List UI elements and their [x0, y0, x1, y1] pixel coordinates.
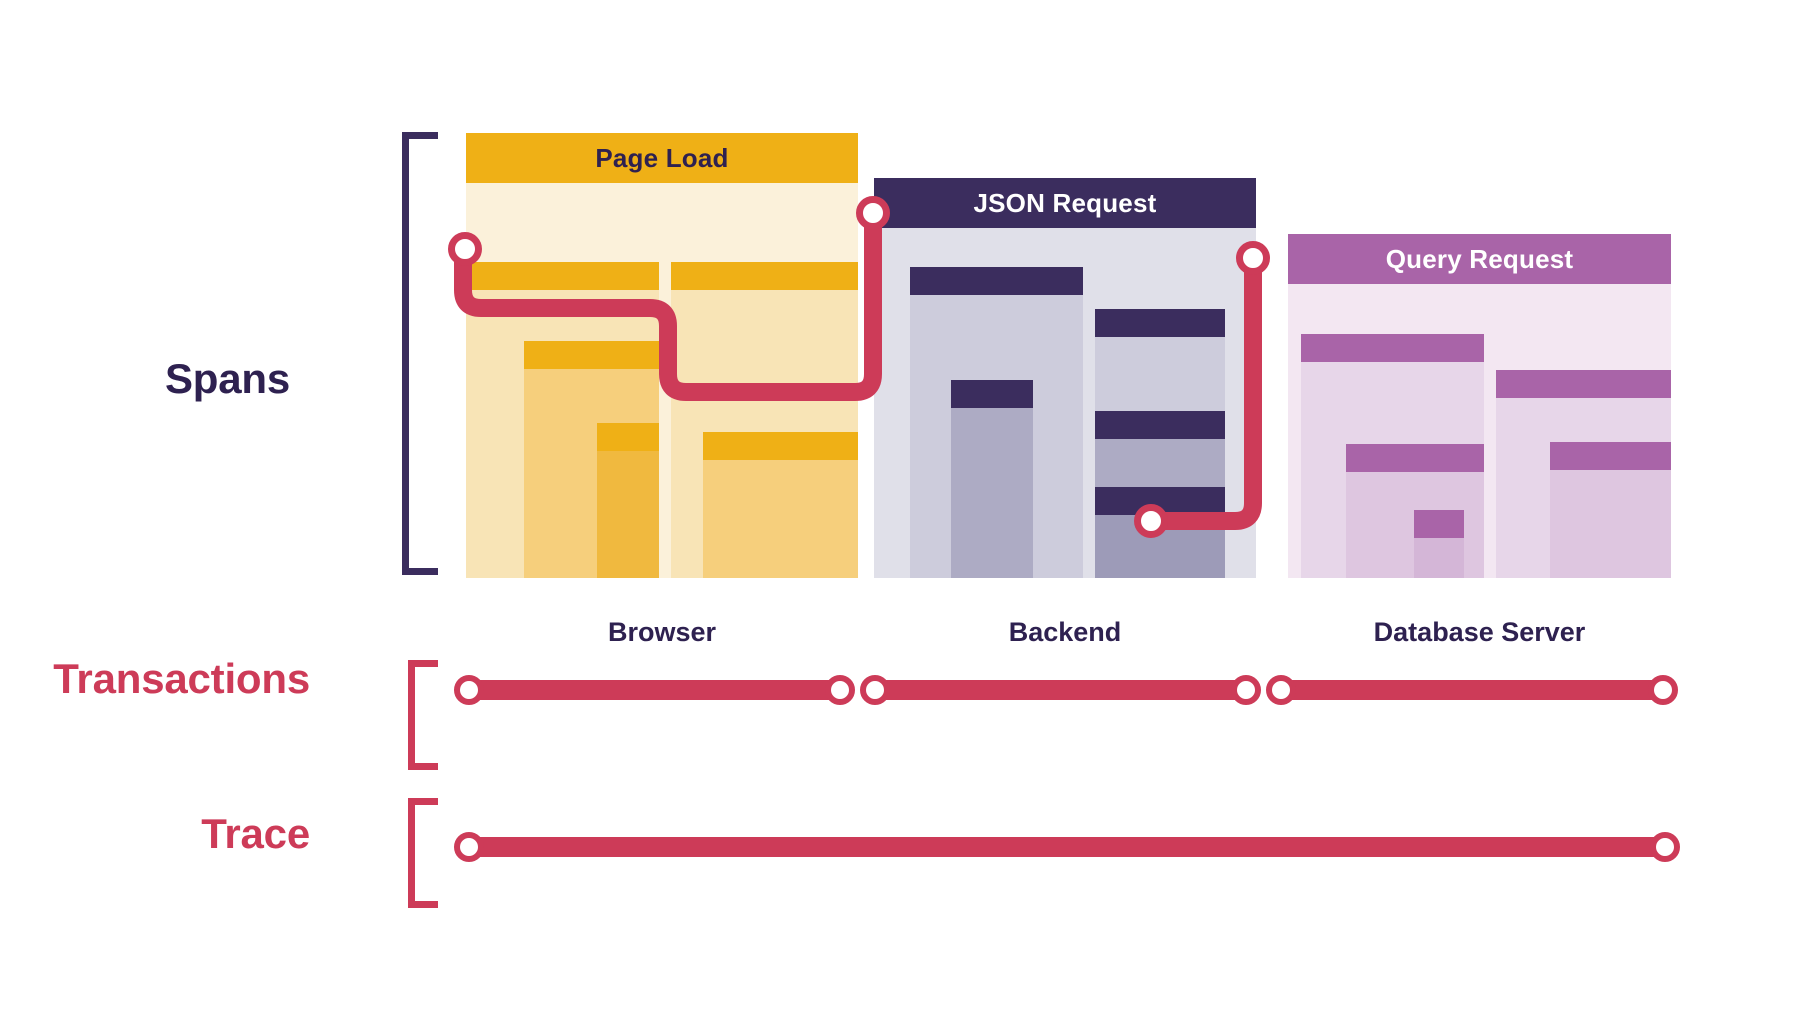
service-header-database: Query Request — [1288, 234, 1671, 284]
bracket-transactions — [408, 660, 438, 770]
connector-dot-browser-origin — [448, 232, 482, 266]
transaction-line-backend[interactable] — [874, 680, 1246, 700]
connector-dot-backend-entry — [856, 196, 890, 230]
bracket-trace — [408, 798, 438, 908]
transaction-dot-browser-start[interactable] — [454, 675, 484, 705]
row-label-transactions: Transactions — [53, 655, 310, 702]
service-column-backend: JSON Request — [874, 178, 1256, 578]
service-footer-label-browser: Browser — [607, 617, 717, 647]
service-body-database — [1288, 284, 1671, 578]
service-column-database: Query Request — [1288, 234, 1671, 578]
span-cap — [1095, 411, 1225, 439]
transaction-dot-backend-end[interactable] — [1231, 675, 1261, 705]
transaction-dot-database-start[interactable] — [1266, 675, 1296, 705]
span-cap — [524, 341, 659, 369]
transaction-line-database[interactable] — [1280, 680, 1664, 700]
span-body — [703, 460, 858, 578]
span-bar-browser-1-leaf — [597, 423, 659, 578]
span-cap — [951, 380, 1033, 408]
span-cap — [1346, 444, 1484, 472]
span-cap — [597, 423, 659, 451]
span-body — [1414, 538, 1464, 578]
span-cap — [1414, 510, 1464, 538]
transaction-dot-browser-end[interactable] — [825, 675, 855, 705]
connector-dot-backend-exit — [1134, 504, 1168, 538]
span-bar-backend-1-leaf — [951, 380, 1033, 578]
span-cap — [703, 432, 858, 460]
span-cap — [1496, 370, 1671, 398]
service-header-browser: Page Load — [466, 133, 858, 183]
span-cap — [1550, 442, 1671, 470]
span-body — [1550, 470, 1671, 578]
span-cap — [910, 267, 1083, 295]
row-label-spans: Spans — [164, 355, 290, 402]
span-body — [597, 451, 659, 578]
trace-line-full[interactable] — [468, 837, 1666, 857]
transaction-line-browser[interactable] — [468, 680, 840, 700]
span-bar-browser-2-leaf — [703, 432, 858, 578]
span-bar-database-2-leaf — [1550, 442, 1671, 578]
span-body — [951, 408, 1033, 578]
transaction-dot-backend-start[interactable] — [860, 675, 890, 705]
transaction-dot-database-end[interactable] — [1648, 675, 1678, 705]
span-cap — [1095, 309, 1225, 337]
service-footer-label-database: Database Server — [1373, 617, 1586, 647]
span-cap — [466, 262, 659, 290]
trace-dot-end[interactable] — [1650, 832, 1680, 862]
row-label-trace: Trace — [201, 810, 310, 857]
span-cap — [1301, 334, 1484, 362]
service-header-backend: JSON Request — [874, 178, 1256, 228]
trace-dot-start[interactable] — [454, 832, 484, 862]
connector-dot-database-entry — [1236, 241, 1270, 275]
span-cap — [671, 262, 858, 290]
service-body-backend — [874, 228, 1256, 578]
service-footer-label-backend: Backend — [1008, 617, 1122, 647]
service-body-browser — [466, 183, 858, 578]
span-bar-database-1-leaf — [1414, 510, 1464, 578]
bracket-spans — [402, 132, 438, 575]
service-column-browser: Page Load — [466, 133, 858, 578]
